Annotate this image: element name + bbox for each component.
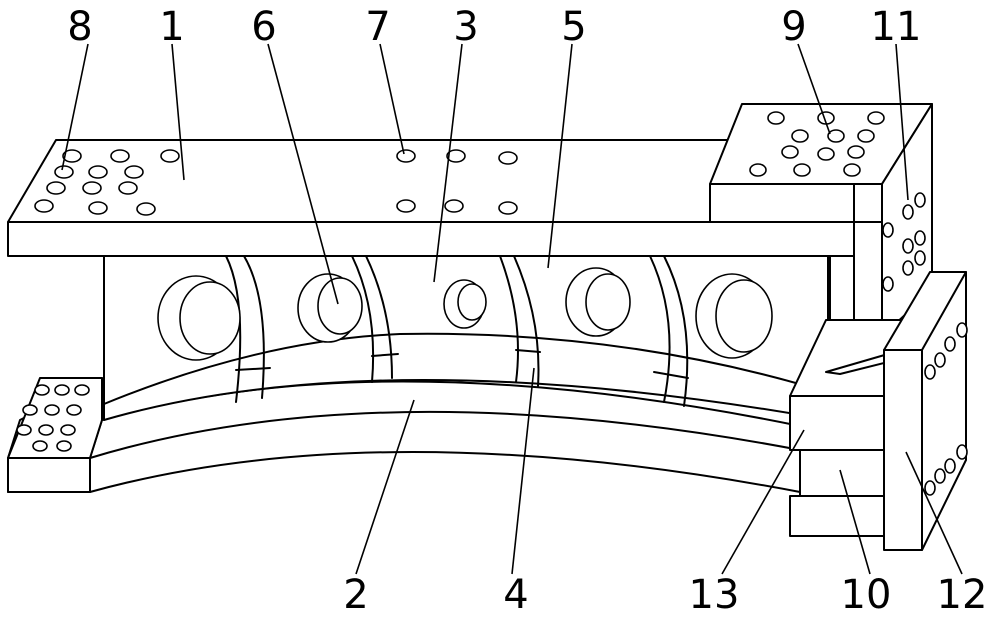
leader-lines bbox=[61, 43, 963, 575]
label-1: 1 bbox=[159, 4, 184, 50]
label-2: 2 bbox=[343, 572, 368, 618]
top-flange bbox=[7, 139, 855, 257]
label-10: 10 bbox=[841, 572, 892, 618]
label-12: 12 bbox=[937, 572, 988, 618]
web-holes bbox=[157, 267, 773, 361]
web-body bbox=[103, 255, 831, 421]
label-9: 9 bbox=[781, 4, 806, 50]
label-13: 13 bbox=[689, 572, 740, 618]
right-lower-clamp bbox=[789, 271, 968, 551]
left-lower-pad bbox=[7, 377, 103, 493]
label-3: 3 bbox=[453, 4, 478, 50]
label-8: 8 bbox=[67, 4, 92, 50]
label-11: 11 bbox=[871, 4, 922, 50]
label-4: 4 bbox=[503, 572, 528, 618]
label-6: 6 bbox=[251, 4, 276, 50]
label-5: 5 bbox=[561, 4, 586, 50]
label-7: 7 bbox=[365, 4, 390, 50]
reference-numerals: 8 1 6 7 3 5 9 11 2 4 13 10 12 bbox=[67, 4, 987, 618]
